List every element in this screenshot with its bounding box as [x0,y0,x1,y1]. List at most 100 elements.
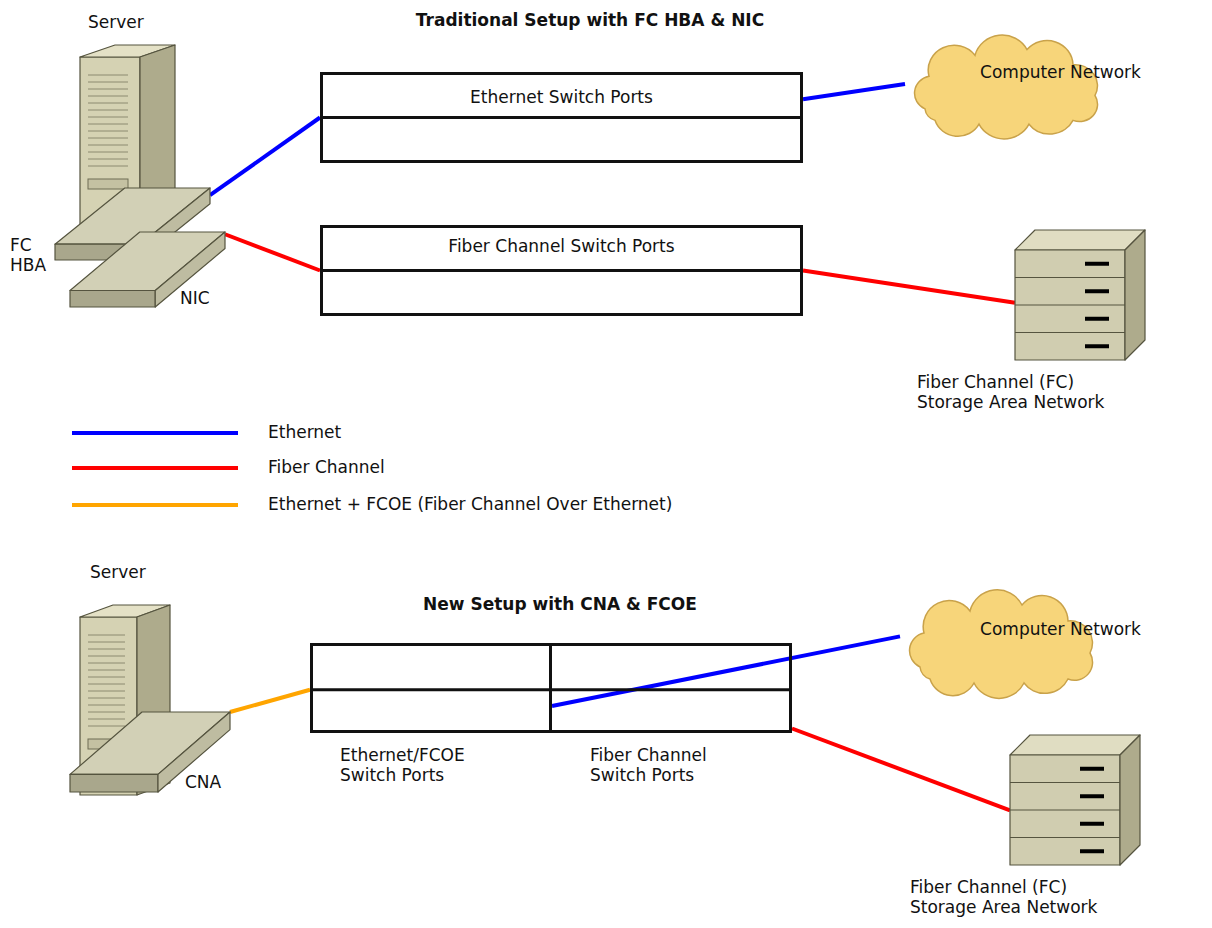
cable-line [210,118,320,196]
drive-bay [88,179,128,189]
storage-top [1010,735,1140,755]
shape-drawing [1015,230,1145,360]
node-label: Computer Network [980,619,1141,639]
cable-line [230,690,310,712]
shape-drawing [900,595,1100,687]
drive-slot [1080,822,1104,826]
shape-group [1010,735,1140,865]
shape-group [313,689,549,690]
network-cloud: Computer Network [905,40,1105,128]
node-label: Computer Network [980,62,1141,82]
vent-line [88,656,125,657]
node-label: Ethernet/FCOE Switch Ports [340,745,490,786]
shelf-line [1010,782,1120,783]
node-label: Server [88,12,168,32]
vent-line [88,110,128,111]
text-holder: Ethernet [268,422,868,442]
cloud-outline [910,590,1093,699]
vent-line [88,131,128,132]
text-holder: New Setup with CNA & FCOE [360,594,760,614]
vent-line [88,691,125,692]
legend-swatch [72,431,238,435]
adapter-card: NIC [70,232,225,307]
vent-line [88,677,125,678]
shape-group [910,590,1093,699]
network-cloud: Computer Network [900,595,1100,687]
vent-line [88,138,128,139]
port-row-divider [323,116,800,119]
node-label: Fiber Channel Switch Ports [590,745,740,786]
diagram-title: Traditional Setup with FC HBA & NIC [340,10,840,30]
legend-swatch [72,503,238,507]
switch-box: Fiber Channel Switch Ports [320,225,803,316]
vent-line [88,159,128,160]
shape-group [70,712,230,792]
cable-line [552,636,900,706]
switch-box: Ethernet Switch Ports [320,72,803,163]
shelf-line [1015,304,1125,305]
storage-front [1010,755,1120,865]
shape-group [323,117,800,118]
legend-text: Ethernet [268,422,868,442]
drive-slot [1080,849,1104,853]
drive-slot [1085,317,1109,321]
vent-line [88,117,128,118]
vent-line [88,698,125,699]
vent-line [88,82,128,83]
node-label: CNA [185,772,230,792]
vent-line [88,166,128,167]
cable-line [792,729,1010,811]
card-edge [70,774,158,792]
cable-line [225,234,320,270]
drive-slot [1080,767,1104,771]
vent-line [88,89,128,90]
vent-line [88,96,128,97]
port-row-divider [552,688,789,691]
vent-line [88,649,125,650]
drive-slot [1085,262,1109,266]
vent-line [88,103,128,104]
storage-front [1015,250,1125,360]
shape-drawing [905,40,1105,128]
text-holder: Fiber Channel [268,457,868,477]
shape-drawing [313,646,549,730]
shelf-line [1010,809,1120,810]
legend-swatch [72,466,238,470]
switch-port-group: Ethernet/FCOE Switch Ports [310,643,552,733]
storage-side [1125,230,1145,360]
port-row-divider [313,688,549,691]
node-label: Server [90,562,170,582]
node-label: Fiber Channel (FC) Storage Area Network [917,372,1137,413]
cable-line [803,271,1015,303]
vent-line [88,152,128,153]
cloud-outline [915,35,1098,139]
drive-slot [1080,794,1104,798]
vent-line [88,719,125,720]
section-title: New Setup with CNA & FCOE [360,594,760,614]
node-label: NIC [180,288,225,308]
drive-slot [1085,344,1109,348]
vent-line [88,670,125,671]
storage-top [1015,230,1145,250]
vent-line [88,705,125,706]
switch-port-group: Fiber Channel Switch Ports [549,643,792,733]
shape-group [1015,230,1145,360]
legend-text: Ethernet + FCOE (Fiber Channel Over Ethe… [268,494,868,514]
cable-line [803,84,905,99]
shape-group [552,689,789,690]
card-side [158,712,230,792]
node-label: Fiber Channel (FC) Storage Area Network [910,877,1130,918]
vent-line [88,684,125,685]
storage-array: Fiber Channel (FC) Storage Area Network [1010,735,1140,865]
vent-line [88,642,125,643]
vent-line [88,635,125,636]
vent-line [88,75,128,76]
text-holder: Ethernet + FCOE (Fiber Channel Over Ethe… [268,494,868,514]
vent-line [88,712,125,713]
vent-line [88,124,128,125]
shape-drawing [552,646,789,730]
shelf-line [1015,277,1125,278]
node-label: Fiber Channel Switch Ports [323,236,800,256]
